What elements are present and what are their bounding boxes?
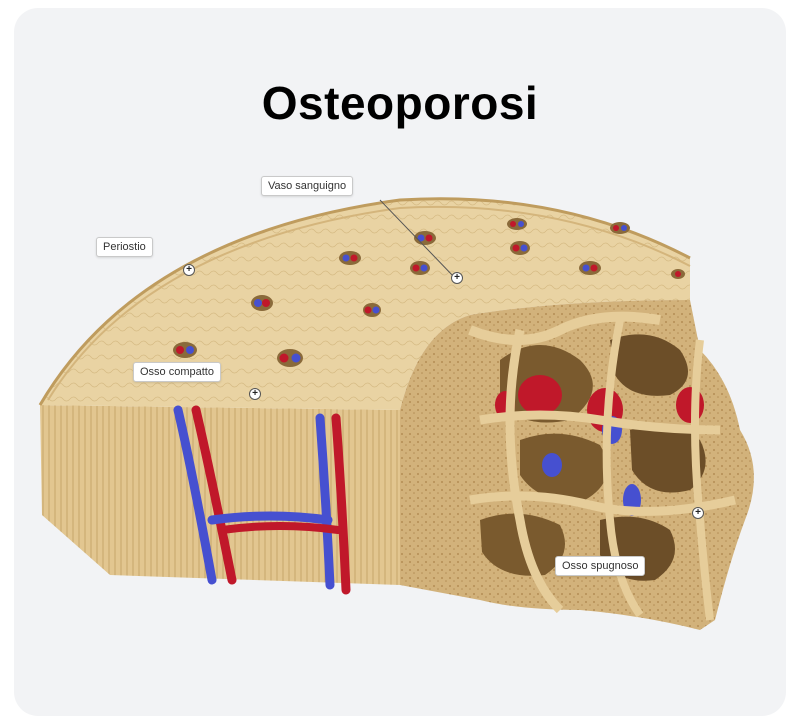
vessel-leader-line — [379, 199, 456, 279]
label-vaso-sanguigno: Vaso sanguigno — [261, 176, 354, 196]
page-title: Osteoporosi — [261, 77, 539, 129]
haversian-canals — [173, 218, 685, 367]
periostio-marker-icon[interactable]: + — [183, 264, 195, 276]
label-osso-compatto: Osso compatto — [133, 362, 221, 382]
osso-compatto-marker-icon[interactable]: + — [249, 388, 261, 400]
blood-vessels — [173, 405, 351, 595]
vaso-sanguigno-marker-icon[interactable]: + — [451, 272, 463, 284]
label-periostio: Periostio — [96, 237, 153, 257]
label-osso-spugnoso: Osso spugnoso — [555, 556, 646, 576]
osso-spugnoso-marker-icon[interactable]: + — [692, 507, 704, 519]
spongy-bone — [400, 300, 754, 630]
compact-bone-front-face — [40, 405, 400, 585]
